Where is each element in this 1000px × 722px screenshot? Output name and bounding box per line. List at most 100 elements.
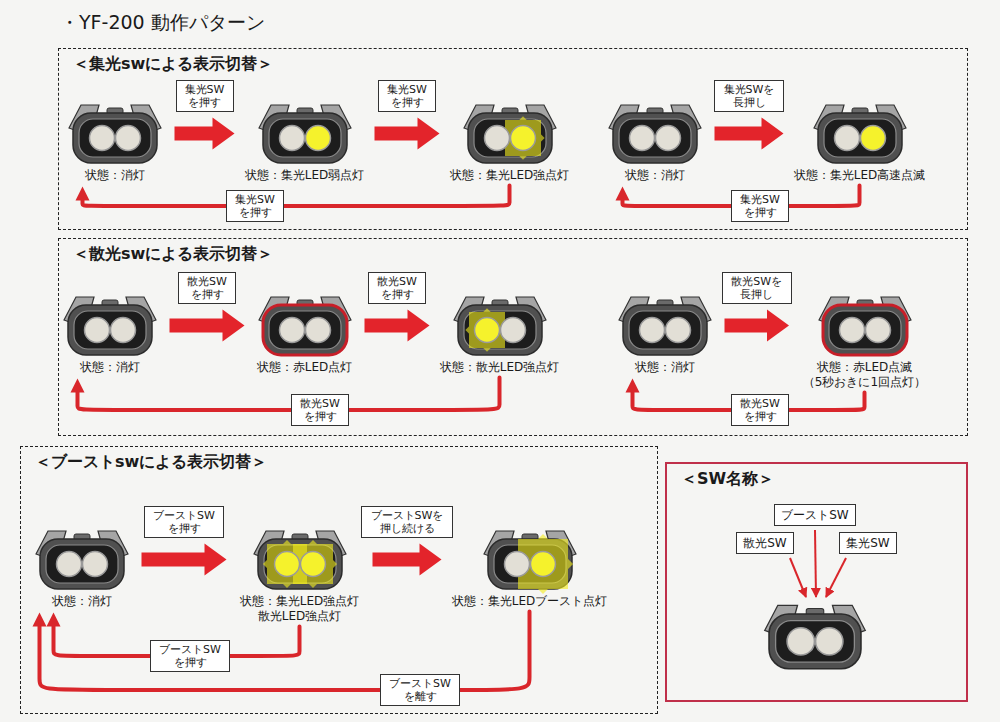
edge-label: 集光SW を押す bbox=[176, 80, 234, 112]
lamp-rim bbox=[464, 311, 536, 349]
flood-lens bbox=[839, 317, 864, 342]
spot-lens bbox=[500, 317, 525, 342]
headlamp-illustration bbox=[810, 102, 910, 166]
headlamp-illustration bbox=[255, 294, 355, 358]
section-panel: ブーストSW散光SW集光SW＜SW名称＞ bbox=[665, 462, 968, 702]
spot-lens bbox=[305, 125, 330, 150]
state-caption: 状態：消灯 bbox=[30, 594, 134, 609]
state-caption: 状態：消灯 bbox=[63, 168, 167, 183]
edge-label: ブーストSWを 押し続ける bbox=[361, 506, 453, 538]
spot-lens bbox=[300, 551, 325, 576]
state-caption: 状態：集光LED高速点滅 bbox=[792, 168, 928, 183]
spot-lens bbox=[816, 628, 843, 655]
section-heading: ＜ブーストswによる表示切替＞ bbox=[35, 452, 267, 472]
switch-name: 散光SW bbox=[743, 535, 786, 551]
switch-name: 集光SW bbox=[846, 535, 889, 551]
spot-lens bbox=[665, 317, 690, 342]
block-arrow bbox=[175, 118, 235, 150]
edge-label: ブーストSW を押す bbox=[150, 640, 230, 672]
section-panel: 状態：消灯状態：集光LED強点灯 散光LED強点灯状態：集光LEDブースト点灯＜… bbox=[20, 446, 658, 714]
flood-lens bbox=[504, 551, 529, 576]
transition-arrow bbox=[375, 118, 440, 150]
block-arrow bbox=[375, 118, 440, 150]
edge-label: 集光SW を押す bbox=[731, 190, 789, 222]
state-caption: 状態：散光LED強点灯 bbox=[438, 360, 562, 375]
transition-arrow bbox=[170, 310, 245, 342]
lamp-rim bbox=[269, 119, 341, 157]
lamp-rim bbox=[269, 311, 341, 349]
edge-label: 集光SW を押す bbox=[226, 190, 284, 222]
flood-lens bbox=[56, 551, 81, 576]
lamp-rim bbox=[619, 119, 691, 157]
return-curve bbox=[78, 378, 500, 411]
block-arrow bbox=[142, 544, 227, 576]
block-arrow bbox=[365, 310, 430, 342]
arrow-head bbox=[626, 379, 640, 393]
return-curve bbox=[83, 186, 510, 207]
lamp-rim bbox=[776, 621, 855, 663]
state-caption: 状態：集光LEDブースト点灯 bbox=[450, 594, 610, 609]
transition-arrow bbox=[725, 310, 790, 342]
state-node: 状態：消灯 bbox=[613, 294, 717, 375]
state-node: 状態：集光LED強点灯 bbox=[448, 102, 572, 183]
state-caption: 状態：赤LED点滅 （5秒おきに1回点灯） bbox=[797, 360, 932, 390]
flood-lens bbox=[834, 125, 859, 150]
flood-lens bbox=[629, 125, 654, 150]
edge-label: 散光SW を押す bbox=[178, 272, 236, 304]
edge-label: 散光SWを 長押し bbox=[722, 272, 792, 304]
flood-lens bbox=[274, 551, 299, 576]
state-caption: 状態：消灯 bbox=[603, 168, 707, 183]
flood-lens bbox=[89, 125, 114, 150]
arrow-head bbox=[76, 187, 90, 201]
lamp-rim bbox=[46, 545, 118, 583]
headlamp-illustration bbox=[250, 528, 350, 592]
glow-square bbox=[469, 312, 505, 348]
flood-lens bbox=[639, 317, 664, 342]
flood-lens bbox=[484, 125, 509, 150]
leader-line bbox=[815, 530, 816, 597]
flood-lens bbox=[279, 317, 304, 342]
switch-name-box: 散光SW bbox=[736, 532, 793, 554]
lamp-body bbox=[68, 305, 152, 355]
section-panel: 状態：消灯 状態：集光LED弱点灯 状態：集光LED強点灯状態：消灯 状態：集光LED… bbox=[58, 48, 968, 230]
state-node: 状態：消灯 bbox=[63, 102, 167, 183]
transition-arrow bbox=[142, 544, 227, 576]
leader-line bbox=[826, 558, 846, 597]
lamp-rim bbox=[474, 119, 546, 157]
arrow-head bbox=[616, 187, 630, 201]
transition-arrow bbox=[71, 378, 500, 411]
state-caption: 状態：集光LED弱点灯 bbox=[243, 168, 367, 183]
state-node: 状態：赤LED点滅 （5秒おきに1回点灯） bbox=[797, 294, 932, 390]
state-caption: 状態：消灯 bbox=[613, 360, 717, 375]
flood-lens bbox=[84, 317, 109, 342]
lamp-body bbox=[258, 539, 342, 589]
spot-lens bbox=[865, 317, 890, 342]
edge-label: 集光SWを 長押し bbox=[714, 80, 784, 112]
lamp-rim bbox=[824, 119, 896, 157]
lamp-body bbox=[40, 539, 124, 589]
headlamp-illustration bbox=[65, 102, 165, 166]
flood-lens bbox=[279, 125, 304, 150]
headlamp-illustration bbox=[255, 102, 355, 166]
lamp-body bbox=[468, 113, 552, 163]
state-node: 状態：消灯 bbox=[30, 528, 134, 609]
page-title: ・YF-200 動作パターン bbox=[60, 10, 265, 34]
spot-lens bbox=[655, 125, 680, 150]
transition-arrow bbox=[365, 310, 430, 342]
edge-label: 集光SW を押す bbox=[378, 80, 436, 112]
spot-lens bbox=[510, 125, 535, 150]
spot-lens bbox=[860, 125, 885, 150]
lamp-body bbox=[458, 305, 542, 355]
headlamp-illustration bbox=[480, 528, 580, 592]
edge-label: ブーストSW を押す bbox=[144, 506, 224, 538]
lamp-body bbox=[263, 113, 347, 163]
transition-arrow bbox=[715, 118, 784, 150]
lamp-body bbox=[769, 614, 861, 669]
spot-lens bbox=[82, 551, 107, 576]
headlamp-illustration bbox=[605, 102, 705, 166]
state-caption: 状態：消灯 bbox=[58, 360, 162, 375]
edge-label: 散光SW を押す bbox=[368, 272, 426, 304]
state-node: 状態：赤LED点灯 bbox=[253, 294, 357, 375]
headlamp-illustration bbox=[615, 294, 715, 358]
